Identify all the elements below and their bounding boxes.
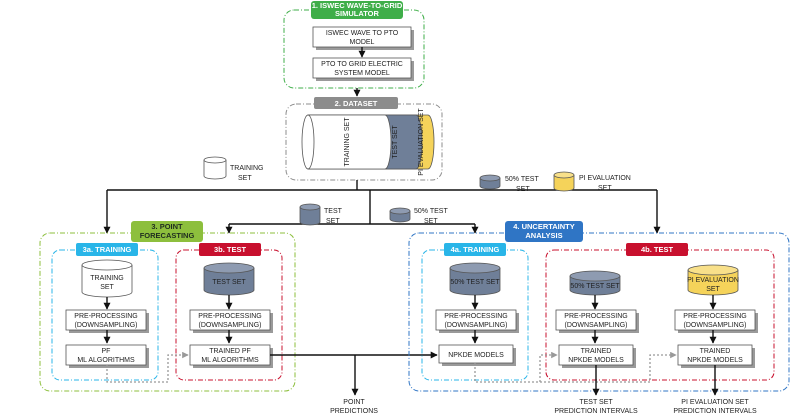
pf-training-header-badge	[76, 243, 138, 256]
simulator-title-badge	[311, 1, 403, 19]
pf-title-line2: FORECASTING	[140, 231, 195, 240]
pto-to-grid-box	[312, 57, 412, 79]
ua-test-db-b-line2: SET	[706, 286, 720, 293]
pf-ml-line1: PF	[102, 348, 111, 355]
flow-fifty-test-a-line2: SET	[424, 218, 438, 225]
pf-trained-line2: ML ALGORITHMS	[201, 357, 259, 364]
pto-box-line1: PTO TO GRID ELECTRIC	[321, 61, 403, 68]
ua-test-pre-b-line2: (DOWNSAMPLING)	[684, 322, 747, 329]
point-forecasting-section: 3. POINT FORECASTING 3a. TRAINING TRAINI…	[39, 221, 296, 392]
ua-trained-a-line2: NPKDE MODELS	[568, 357, 624, 364]
flow-test-set-line1: TEST	[324, 208, 343, 215]
ua-npkde-label: NPKDE MODELS	[448, 352, 504, 359]
ua-output-a-line1: TEST SET	[579, 399, 613, 406]
ua-test-preprocessing-b-box	[674, 309, 756, 331]
pf-training-db	[81, 265, 133, 298]
ua-training-pre-line1: PRE-PROCESSING	[444, 313, 507, 320]
ua-title-line1: 4. UNCERTAINTY	[513, 222, 575, 231]
pf-test-header-badge	[199, 243, 261, 256]
dataset-title: 2. DATASET	[335, 99, 378, 108]
pf-ml-algorithms-box	[65, 344, 147, 366]
ua-title-badge	[505, 221, 583, 242]
ua-training-preprocessing-box	[435, 309, 517, 331]
ua-test-pre-a-line1: PRE-PROCESSING	[564, 313, 627, 320]
iswec-box-line2: MODEL	[350, 39, 375, 46]
dataset-test-set-label: TEST SET	[392, 125, 399, 159]
ua-output-a-line2: PREDICTION INTERVALS	[554, 408, 638, 415]
pf-training-pre-line2: (DOWNSAMPLING)	[75, 322, 138, 329]
ua-trained-b-line2: NPKDE MODELS	[687, 357, 743, 364]
flow-pi-eval-line2: SET	[598, 185, 612, 192]
pf-training-db-line1: TRAINING	[90, 275, 123, 282]
simulator-section: 1. ISWEC WAVE-TO-GRID SIMULATOR ISWEC WA…	[283, 1, 425, 89]
ua-output-b-line2: PREDICTION INTERVALS	[673, 408, 757, 415]
ua-test-pre-a-line2: (DOWNSAMPLING)	[565, 322, 628, 329]
pf-ml-line2: ML ALGORITHMS	[77, 357, 135, 364]
pf-training-header: 3a. TRAINING	[83, 245, 132, 254]
simulator-title-line1: 1. ISWEC WAVE-TO-GRID	[312, 1, 403, 10]
ua-title-line2: ANALYSIS	[525, 231, 562, 240]
ua-test-pre-b-line1: PRE-PROCESSING	[683, 313, 746, 320]
ua-training-db	[449, 268, 501, 296]
simulator-title-line2: SIMULATOR	[335, 9, 379, 18]
ua-frame	[408, 232, 790, 392]
flow-training-set-line2: SET	[238, 175, 252, 182]
dataset-title-badge	[314, 97, 398, 109]
point-predictions-line2: PREDICTIONS	[330, 408, 378, 415]
pf-test-preprocessing-box	[189, 309, 271, 331]
pf-title-badge	[131, 221, 203, 242]
uncertainty-section: 4. UNCERTAINTY ANALYSIS 4a. TRAINING 50%…	[408, 221, 790, 392]
pf-title-line1: 3. POINT	[151, 222, 183, 231]
pf-test-pre-line1: PRE-PROCESSING	[198, 313, 261, 320]
flow-test-set: TEST SET	[299, 203, 343, 226]
flow-pi-eval: PI EVALUATION SET	[553, 171, 631, 192]
pf-test-db-label: TEST SET	[212, 279, 246, 286]
ua-test-header: 4b. TEST	[641, 245, 674, 254]
ua-training-header-badge	[444, 243, 506, 256]
ua-test-db-a-label: 50% TEST SET	[570, 283, 620, 290]
flow-pi-eval-line1: PI EVALUATION	[579, 175, 631, 182]
flow-fifty-test-a: 50% TEST SET	[389, 207, 448, 225]
ua-trained-a-line1: TRAINED	[581, 348, 612, 355]
point-predictions-line1: POINT	[343, 399, 365, 406]
flow-fifty-test-a-line1: 50% TEST	[414, 208, 448, 215]
ua-training-db-label: 50% TEST SET	[450, 279, 500, 286]
dataset-section: 2. DATASET TRAINING SET TEST SET PI EVAL…	[285, 97, 443, 181]
ua-test-frame	[545, 249, 775, 381]
pf-trained-line1: TRAINED PF	[209, 348, 251, 355]
flow-fifty-test-b: 50% TEST SET	[479, 174, 539, 193]
flow-fifty-test-b-line2: SET	[516, 186, 530, 193]
pf-test-pre-line2: (DOWNSAMPLING)	[199, 322, 262, 329]
pf-training-preprocessing-box	[65, 309, 147, 331]
pf-test-header: 3b. TEST	[214, 245, 247, 254]
flow-test-set-line2: SET	[326, 218, 340, 225]
ua-npkde-models-box	[438, 344, 514, 364]
ua-output-b-line1: PI EVALUATION SET	[681, 399, 749, 406]
pto-box-line2: SYSTEM MODEL	[334, 70, 390, 77]
flow-training-set: TRAINING SET	[203, 156, 263, 182]
ua-training-header: 4a. TRAINING	[451, 245, 500, 254]
iswec-box-line1: ISWEC WAVE TO PTO	[326, 30, 399, 37]
dataset-cylinder	[301, 114, 435, 170]
pf-test-db	[203, 268, 255, 296]
dataset-training-set-label: TRAINING SET	[344, 117, 351, 167]
ua-test-preprocessing-a-box	[555, 309, 637, 331]
ua-training-pre-line2: (DOWNSAMPLING)	[445, 322, 508, 329]
ua-test-db-b-line1: PI EVALUATION	[687, 277, 739, 284]
pf-training-pre-line1: PRE-PROCESSING	[74, 313, 137, 320]
dataset-pi-eval-label: PI EVALUATION SET	[418, 108, 425, 176]
pf-training-db-line2: SET	[100, 284, 114, 291]
ua-trained-b-line1: TRAINED	[700, 348, 731, 355]
flow-training-set-line1: TRAINING	[230, 165, 263, 172]
ua-test-db-b	[687, 270, 739, 296]
flow-fifty-test-b-line1: 50% TEST	[505, 176, 539, 183]
ua-test-header-badge	[626, 243, 688, 256]
